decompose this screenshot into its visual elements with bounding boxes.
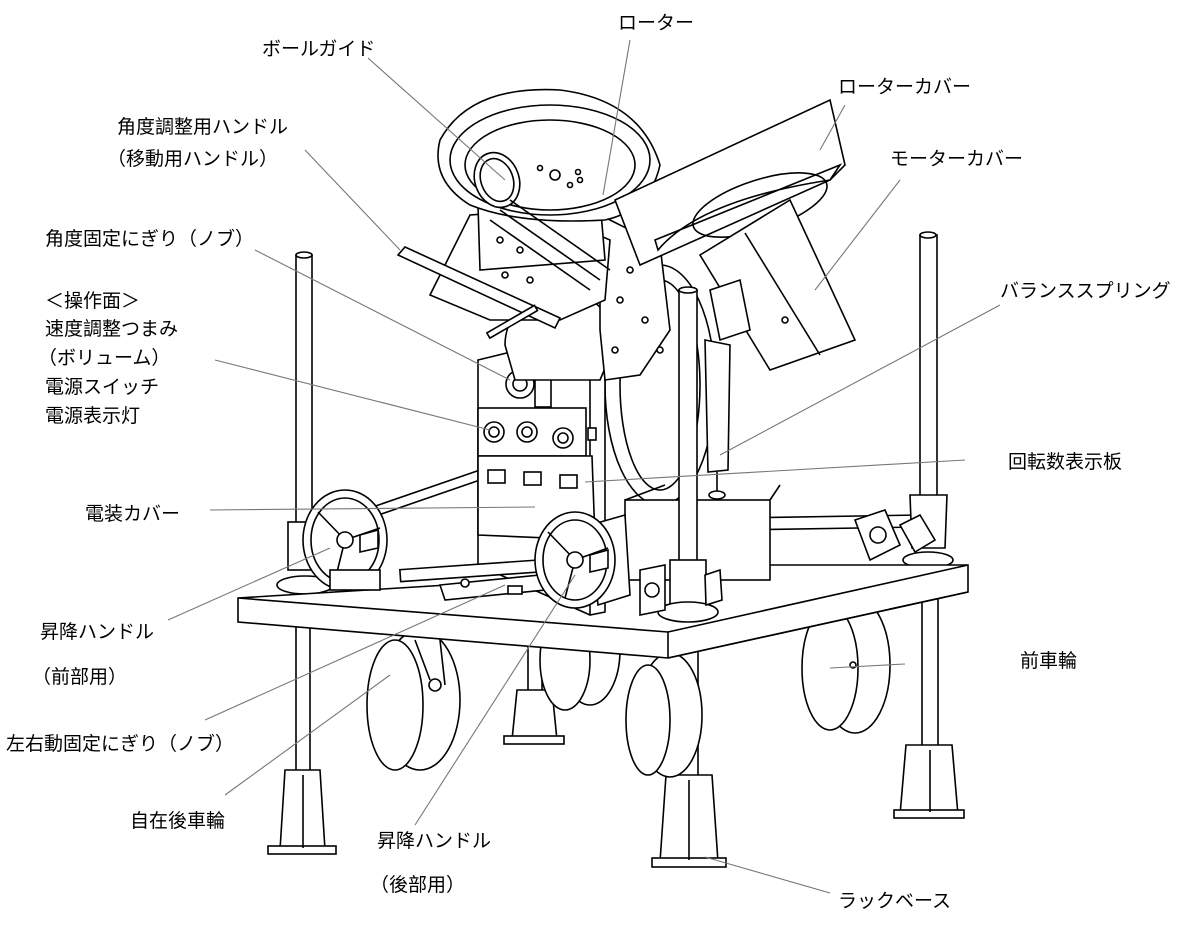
label-power-lamp: 電源表示灯 xyxy=(45,405,141,427)
label-balance-spring: バランススプリング xyxy=(1000,280,1171,302)
label-rack-base: ラックベース xyxy=(838,890,952,912)
label-rpm-plate: 回転数表示板 xyxy=(1008,451,1123,473)
label-panel-title: ＜操作面＞ xyxy=(45,290,141,312)
label-ball-guide: ボールガイド xyxy=(262,38,376,60)
label-rotor-cover: ローターカバー xyxy=(838,76,972,98)
label-motor-cover: モーターカバー xyxy=(890,148,1024,170)
label-electric-cover: 電装カバー xyxy=(85,503,181,525)
covers xyxy=(613,98,857,371)
label-lift-handle-rear: 昇降ハンドル xyxy=(377,830,492,852)
front-post xyxy=(639,286,723,623)
leader-lines xyxy=(167,39,1001,894)
label-caster-rear-wheel: 自在後車輪 xyxy=(130,810,226,832)
lift-handle-rear-wheel xyxy=(534,511,616,609)
lift-handle-front-wheel xyxy=(302,489,388,591)
label-lr-knob: 左右動固定にぎり（ノブ） xyxy=(6,733,235,755)
label-speed-knob-sub: （ボリューム） xyxy=(38,347,171,369)
label-angle-handle: 角度調整用ハンドル xyxy=(117,116,289,138)
label-power-switch: 電源スイッチ xyxy=(45,376,160,398)
label-rotor: ローター xyxy=(618,12,695,34)
label-front-wheel: 前車輪 xyxy=(1020,650,1078,672)
label-lift-handle-front-sub: （前部用） xyxy=(32,666,128,688)
label-speed-knob: 速度調整つまみ xyxy=(45,318,179,340)
label-angle-handle-sub: （移動用ハンドル） xyxy=(107,148,279,170)
label-lift-handle-front: 昇降ハンドル xyxy=(40,621,155,643)
label-angle-knob: 角度固定にぎり（ノブ） xyxy=(45,228,255,250)
label-lift-handle-rear-sub: （後部用） xyxy=(370,874,466,896)
